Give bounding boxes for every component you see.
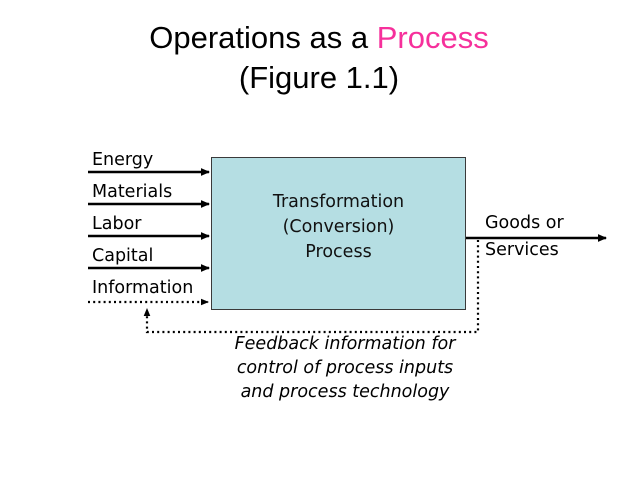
title-line-1: Operations as a Process — [0, 18, 638, 58]
process-label-line-1: Transformation — [272, 192, 405, 212]
feedback-caption-line-2: control of process inputs — [236, 358, 454, 378]
transformation-process-label: Transformation (Conversion) Process — [211, 190, 466, 265]
output-label-line-1: Goods or — [485, 213, 564, 233]
output-label-line-2: Services — [485, 240, 559, 260]
input-label-labor: Labor — [92, 214, 142, 234]
input-label-materials: Materials — [92, 182, 173, 202]
process-label-line-3: Process — [305, 242, 372, 262]
feedback-caption-line-3: and process technology — [240, 382, 450, 402]
title-line-2: (Figure 1.1) — [238, 60, 400, 95]
title-text-plain: Operations as a — [149, 20, 377, 55]
title-text-accent: Process — [376, 20, 489, 55]
input-label-capital: Capital — [92, 246, 154, 266]
input-label-information: Information — [92, 278, 194, 298]
transformation-process-box[interactable] — [211, 157, 466, 310]
input-label-energy: Energy — [92, 150, 154, 170]
page-title: Operations as a Process (Figure 1.1) — [0, 18, 638, 98]
feedback-caption: Feedback information for control of proc… — [190, 332, 500, 404]
process-label-line-2: (Conversion) — [282, 217, 395, 237]
feedback-caption-line-1: Feedback information for — [234, 334, 456, 354]
